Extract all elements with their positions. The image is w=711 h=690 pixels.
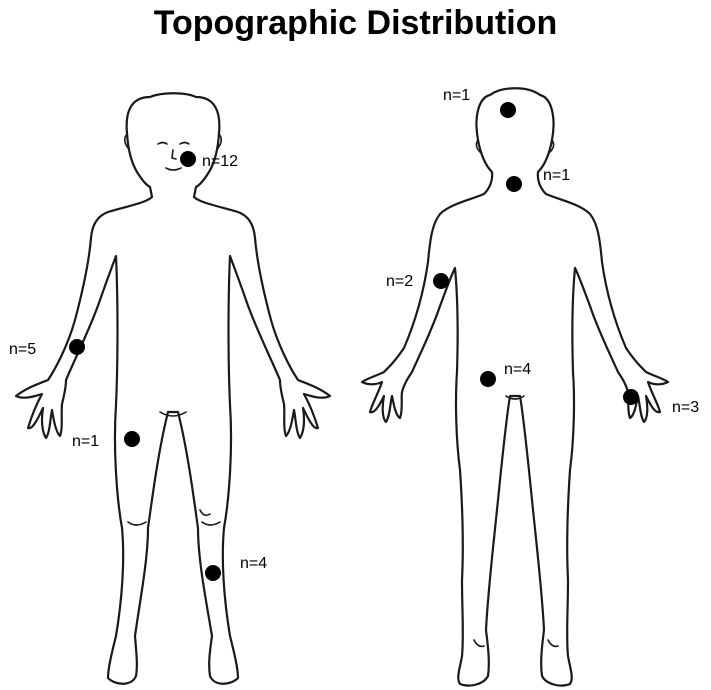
- front-forearm-label: n=5: [9, 341, 36, 358]
- back-neck-label: n=1: [543, 167, 570, 184]
- back-lower-back-label: n=4: [504, 361, 531, 378]
- back-lower-back-marker: [480, 371, 496, 387]
- front-shin-marker: [205, 565, 221, 581]
- front-forearm-marker: [69, 339, 85, 355]
- front-thigh-label: n=1: [72, 433, 99, 450]
- front-body-figure: [16, 93, 330, 684]
- front-thigh-marker: [124, 431, 140, 447]
- back-scalp-marker: [500, 102, 516, 118]
- front-shin-label: n=4: [240, 555, 267, 572]
- back-hand-label: n=3: [672, 399, 699, 416]
- back-upper-arm-label: n=2: [386, 273, 413, 290]
- front-face-marker: [180, 151, 196, 167]
- back-upper-arm-marker: [433, 273, 449, 289]
- back-scalp-label: n=1: [443, 87, 470, 104]
- back-hand-marker: [623, 389, 639, 405]
- back-neck-marker: [506, 176, 522, 192]
- front-face-label: n=12: [202, 153, 238, 170]
